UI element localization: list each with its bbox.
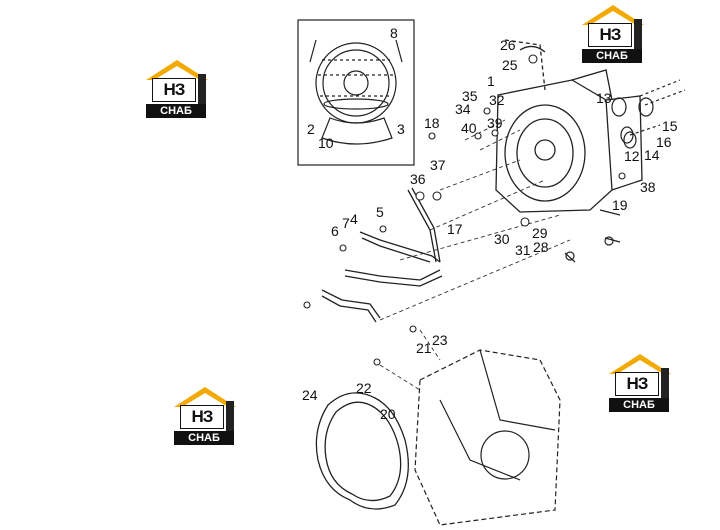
callout-37: 37: [430, 157, 446, 173]
callout-20: 20: [380, 406, 396, 422]
watermark-logo-top-right: НЗ СНАБ: [578, 3, 648, 63]
callout-8: 8: [390, 25, 398, 41]
callout-2: 2: [307, 121, 315, 137]
logo-mark: НЗ: [588, 23, 632, 47]
callout-24: 24: [302, 387, 318, 403]
inset-detail: [297, 19, 415, 166]
callout-6: 6: [331, 223, 339, 239]
logo-subtitle: СНАБ: [146, 104, 206, 118]
callout-25: 25: [502, 57, 518, 73]
callout-13: 13: [596, 90, 612, 106]
bolts: [303, 54, 626, 366]
callout-18: 18: [424, 115, 440, 131]
callout-38: 38: [640, 179, 656, 195]
callout-16: 16: [656, 134, 672, 150]
logo-mark: НЗ: [180, 405, 224, 429]
logo-mark: НЗ: [152, 78, 196, 102]
callout-34: 34: [455, 101, 471, 117]
callout-23: 23: [432, 332, 448, 348]
house-logo-icon: [174, 387, 236, 433]
house-logo-icon: [146, 60, 208, 106]
house-logo-icon: [609, 354, 671, 400]
callout-19: 19: [612, 197, 628, 213]
callout-32: 32: [489, 92, 505, 108]
logo-subtitle: СНАБ: [582, 49, 642, 63]
callout-21: 21: [416, 340, 432, 356]
callout-17: 17: [447, 221, 463, 237]
callout-30: 30: [494, 231, 510, 247]
watermark-logo-bottom-right: НЗ СНАБ: [605, 352, 675, 412]
callout-31: 31: [515, 242, 531, 258]
logo-subtitle: СНАБ: [609, 398, 669, 412]
callout-10: 10: [318, 135, 334, 151]
callout-4: 4: [350, 211, 358, 227]
right-side-parts: [564, 79, 686, 263]
lower-housing: [414, 349, 561, 526]
callout-26: 26: [500, 37, 516, 53]
callout-7: 7: [342, 215, 350, 231]
callout-22: 22: [356, 380, 372, 396]
callout-14: 14: [644, 147, 660, 163]
callout-39: 39: [487, 115, 503, 131]
callout-12: 12: [624, 148, 640, 164]
oil-pipes: [321, 187, 443, 323]
logo-subtitle: СНАБ: [174, 431, 234, 445]
leader-lines: [379, 119, 571, 391]
transmission-housing: [495, 39, 643, 213]
callout-40: 40: [461, 120, 477, 136]
callout-1: 1: [487, 73, 495, 89]
callout-3: 3: [397, 121, 405, 137]
gasket: [315, 392, 409, 510]
callout-28: 28: [533, 239, 549, 255]
callout-5: 5: [376, 204, 384, 220]
watermark-logo-top-left: НЗ СНАБ: [142, 58, 212, 118]
house-logo-icon: [582, 5, 644, 51]
callout-labels: 1 2 3 4 5 6 7 8 10 12 13 14 15 16 17 18 …: [302, 25, 678, 422]
callout-35: 35: [462, 88, 478, 104]
callout-15: 15: [662, 118, 678, 134]
callout-36: 36: [410, 171, 426, 187]
watermark-logo-bottom-left: НЗ СНАБ: [170, 385, 240, 445]
logo-mark: НЗ: [615, 372, 659, 396]
callout-29: 29: [532, 225, 548, 241]
